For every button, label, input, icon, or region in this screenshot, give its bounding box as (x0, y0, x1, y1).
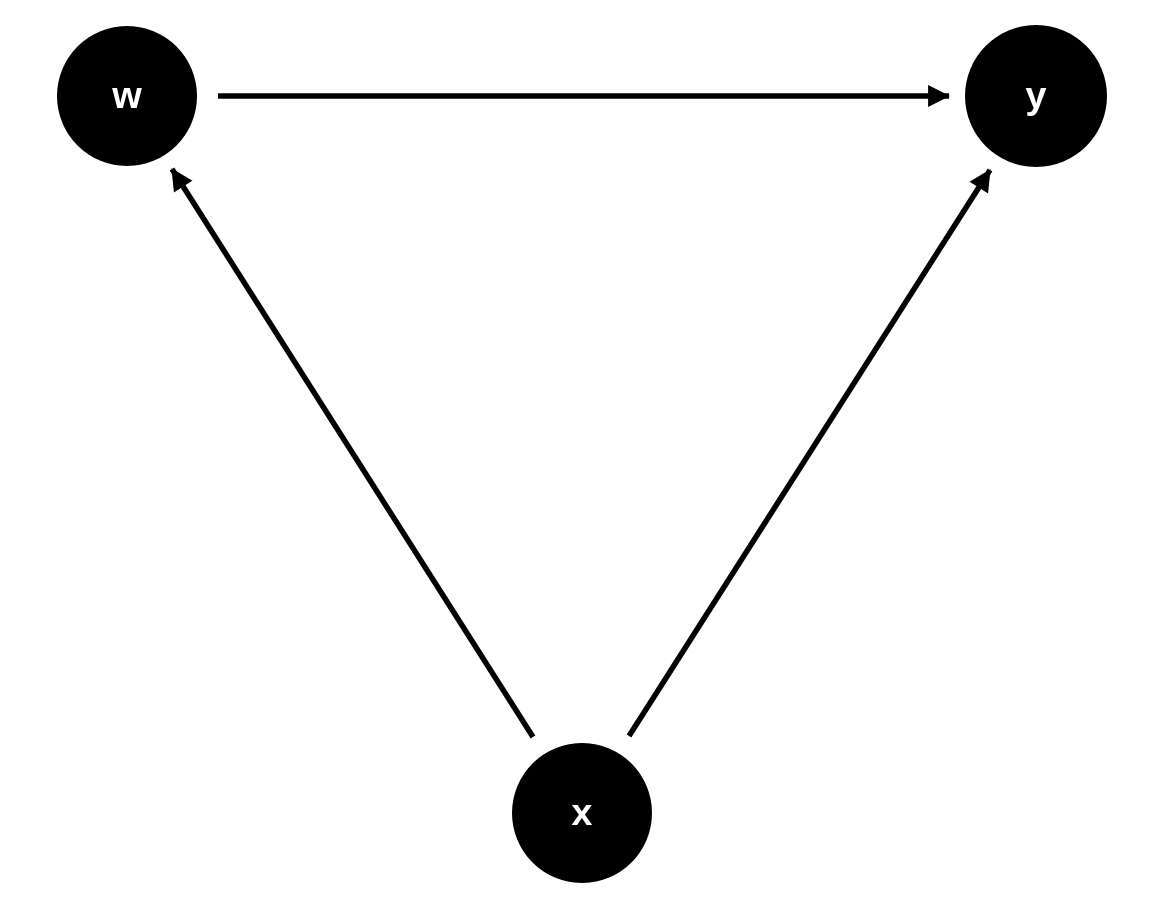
node-x-label: x (571, 792, 592, 834)
node-x (512, 743, 652, 883)
node-w (57, 26, 197, 166)
node-y-label: y (1025, 75, 1046, 117)
edge-x-to-w (169, 167, 536, 739)
node-w-label: w (111, 75, 142, 117)
node-y (965, 25, 1107, 167)
edge-x-to-y (626, 168, 993, 738)
